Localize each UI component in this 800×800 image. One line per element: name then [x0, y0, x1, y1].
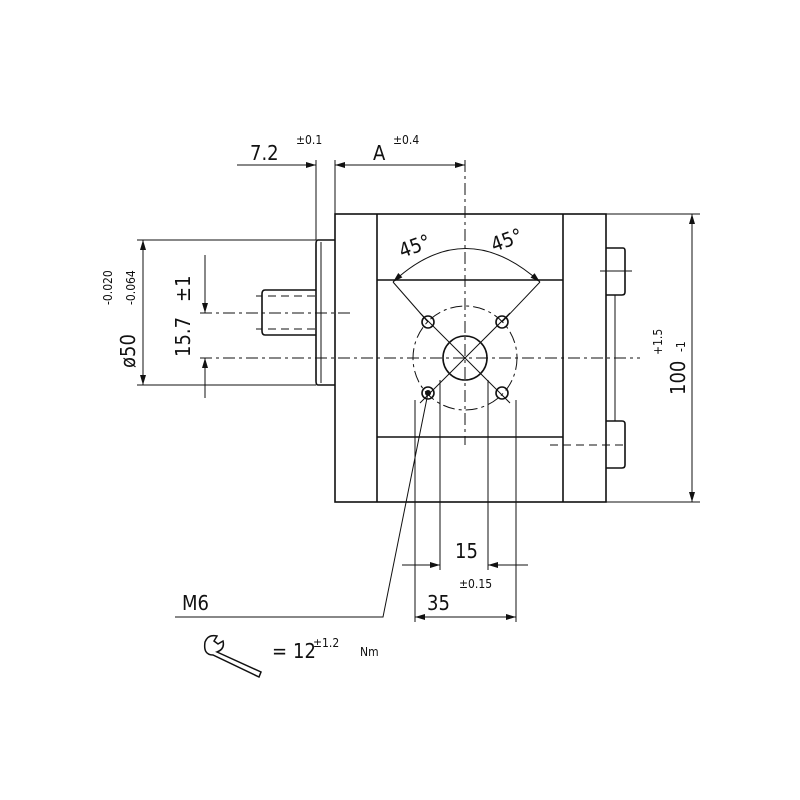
dim-port-width-tol: ±0.15: [459, 577, 492, 591]
thread-label: M6: [182, 591, 209, 615]
pump-body: [334, 213, 632, 503]
dim-height-tol-lower: -1: [674, 341, 688, 352]
center-lines: [200, 160, 640, 446]
dim-shaft-offset-tol: ±1: [171, 275, 195, 302]
dim-shaft-diameter-tol-lower: -0.064: [124, 270, 138, 305]
dim-shaft-diameter-tol-upper: -0.020: [101, 270, 115, 305]
dim-length-a-tol: ±0.4: [393, 133, 419, 147]
dim-flange-offset-tol: ±0.1: [296, 133, 322, 147]
dim-port-width: 15: [455, 539, 478, 563]
torque-value: 12: [293, 639, 316, 663]
dim-port-spacing: 35: [427, 591, 450, 615]
angle-right: 45°: [488, 223, 526, 256]
dim-length-a: A: [373, 141, 386, 165]
torque-prefix: =: [272, 639, 287, 663]
torque-unit: Nm: [360, 645, 379, 659]
dimension-lines: [137, 160, 700, 622]
torque-tolerance: ±1.2: [313, 636, 339, 650]
dim-shaft-diameter: ø50: [116, 334, 140, 368]
dim-shaft-offset: 15.7: [171, 317, 195, 357]
port-and-bolts: [392, 248, 541, 404]
dim-flange-offset: 7.2: [250, 141, 279, 165]
dim-height: 100: [666, 361, 690, 395]
dim-height-tol-upper: +1.5: [651, 329, 665, 355]
wrench-icon: [203, 634, 262, 679]
